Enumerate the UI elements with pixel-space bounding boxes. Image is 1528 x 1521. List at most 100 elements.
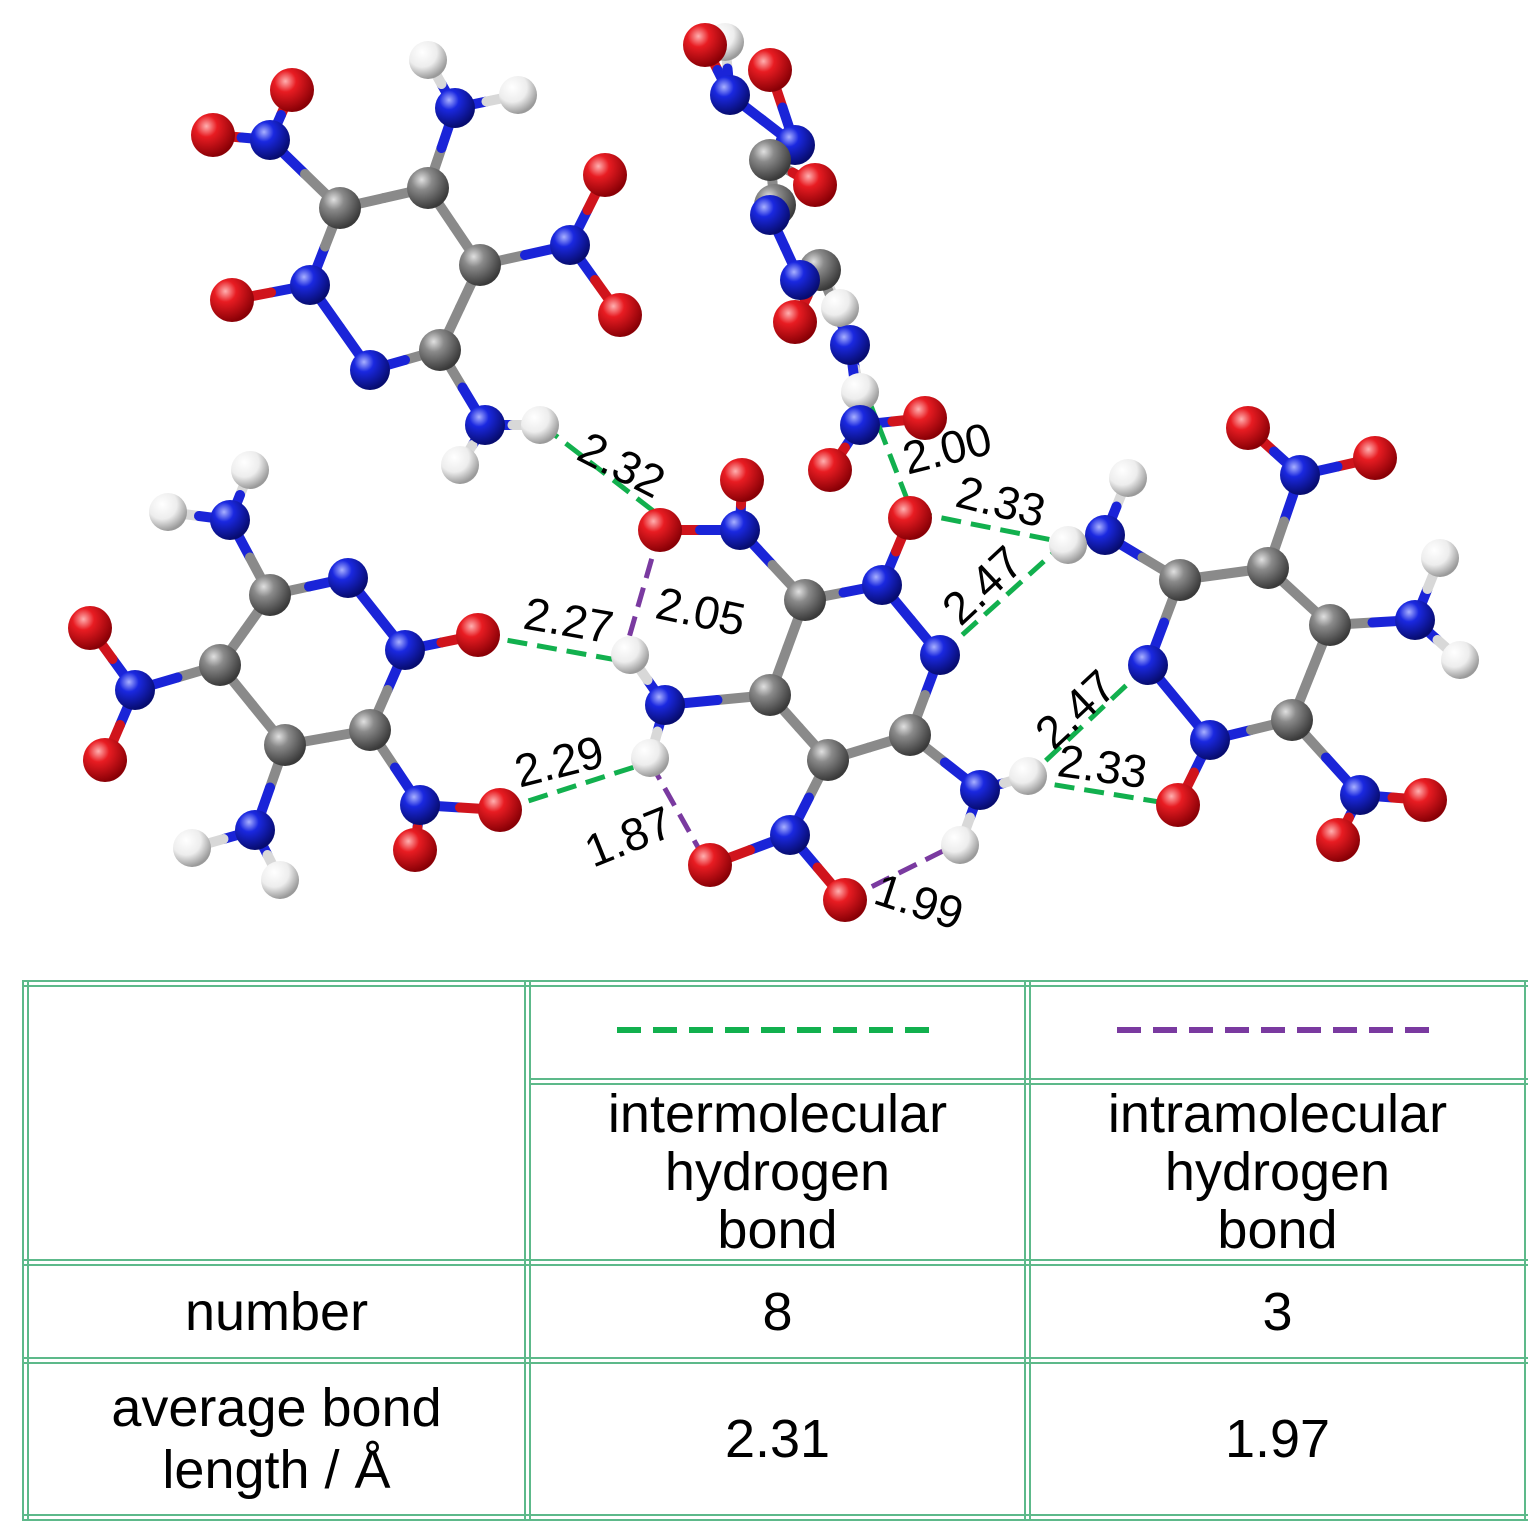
hydrogen-atom <box>173 829 211 867</box>
hydrogen-atom <box>149 493 187 531</box>
hydrogen-atom <box>611 636 649 674</box>
oxygen-atom <box>583 153 627 197</box>
intermolecular-label: intermolecular hydrogen bond <box>607 1084 948 1260</box>
carbon-atom <box>749 674 791 716</box>
carbon-atom <box>419 329 461 371</box>
atoms <box>68 23 1479 922</box>
oxygen-atom <box>688 843 732 887</box>
distance-label: 2.27 <box>520 587 617 654</box>
nitrogen-atom <box>235 810 275 850</box>
oxygen-atom <box>1316 818 1360 862</box>
nitrogen-atom <box>1340 775 1380 815</box>
oxygen-atom <box>393 828 437 872</box>
oxygen-atom <box>903 396 947 440</box>
oxygen-atom <box>598 293 642 337</box>
nitrogen-atom <box>720 510 760 550</box>
nitrogen-atom <box>385 630 425 670</box>
intramolecular-average: 1.97 <box>1024 1357 1528 1521</box>
molecular-structure-diagram: 2.322.052.272.291.871.992.002.332.472.47… <box>68 23 1479 940</box>
carbon-atom <box>1247 547 1289 589</box>
oxygen-atom <box>683 23 727 67</box>
hydrogen-atom <box>409 41 447 79</box>
oxygen-atom <box>1353 436 1397 480</box>
nitrogen-atom <box>350 350 390 390</box>
hydrogen-atom <box>499 76 537 114</box>
nitrogen-atom <box>960 770 1000 810</box>
hydrogen-bonds <box>477 397 1179 903</box>
intermolecular-hydrogen-bond <box>865 397 915 513</box>
intermolecular-hydrogen-bond <box>911 509 1063 545</box>
hydrogen-atom <box>521 406 559 444</box>
carbon-atom <box>249 574 291 616</box>
hydrogen-atom <box>631 739 669 777</box>
carbon-atom <box>1271 699 1313 741</box>
nitrogen-atom <box>770 815 810 855</box>
nitrogen-atom <box>840 405 880 445</box>
row-average-label: average bond length / Å <box>22 1357 531 1521</box>
distance-label: 2.05 <box>652 577 750 646</box>
oxygen-atom <box>808 448 852 492</box>
hydrogen-atom <box>941 826 979 864</box>
intramolecular-hydrogen-bond <box>843 842 957 903</box>
intramolecular-hydrogen-bond <box>619 529 663 663</box>
nitrogen-atom <box>830 325 870 365</box>
oxygen-atom <box>1156 783 1200 827</box>
nitrogen-atom <box>750 195 790 235</box>
distance-label: 1.87 <box>577 796 679 878</box>
carbon-atom <box>807 739 849 781</box>
intermolecular-hydrogen-bond <box>477 632 629 665</box>
hydrogen-atom <box>1441 641 1479 679</box>
hydrogen-atom <box>821 289 859 327</box>
intermolecular-number: 8 <box>524 1259 1031 1364</box>
hydrogen-atom <box>441 446 479 484</box>
intramolecular-header: intramolecular hydrogen bond <box>1024 1078 1528 1266</box>
intramolecular-legend-cell <box>1024 980 1528 1085</box>
oxygen-atom <box>456 613 500 657</box>
nitrogen-atom <box>328 558 368 598</box>
oxygen-atom <box>478 788 522 832</box>
oxygen-atom <box>748 48 792 92</box>
oxygen-atom <box>720 458 764 502</box>
distance-label: 2.32 <box>570 421 673 508</box>
distance-label: 2.33 <box>951 465 1050 537</box>
intramolecular-legend-line <box>1116 1027 1439 1033</box>
hydrogen-atom <box>1009 757 1047 795</box>
nitrogen-atom <box>435 88 475 128</box>
carbon-atom <box>889 714 931 756</box>
oxygen-atom <box>191 113 235 157</box>
oxygen-atom <box>638 508 682 552</box>
nitrogen-atom <box>780 260 820 300</box>
nitrogen-atom <box>1280 455 1320 495</box>
nitrogen-atom <box>115 670 155 710</box>
oxygen-atom <box>210 278 254 322</box>
intermolecular-average: 2.31 <box>524 1357 1031 1521</box>
oxygen-atom <box>773 300 817 344</box>
intermolecular-legend-line <box>616 1027 939 1033</box>
nitrogen-atom <box>250 120 290 160</box>
oxygen-atom <box>793 163 837 207</box>
carbon-atom <box>319 187 361 229</box>
carbon-atom <box>264 724 306 766</box>
oxygen-atom <box>270 68 314 112</box>
hydrogen-bond-summary-table: intermolecular hydrogen bond intramolecu… <box>22 980 1528 1521</box>
oxygen-atom <box>888 496 932 540</box>
carbon-atom <box>749 139 791 181</box>
carbon-atom <box>1159 559 1201 601</box>
nitrogen-atom <box>1128 645 1168 685</box>
carbon-atom <box>407 167 449 209</box>
hydrogen-atom <box>1049 526 1087 564</box>
distance-label: 2.47 <box>932 536 1033 635</box>
carbon-atom <box>349 709 391 751</box>
nitrogen-atom <box>550 225 590 265</box>
distance-label: 1.99 <box>869 863 970 940</box>
carbon-atom <box>784 579 826 621</box>
hydrogen-atom <box>841 373 879 411</box>
nitrogen-atom <box>1190 720 1230 760</box>
intermolecular-hydrogen-bond <box>1024 777 1179 808</box>
nitrogen-atom <box>920 635 960 675</box>
intramolecular-label: intramolecular hydrogen bond <box>1107 1084 1448 1260</box>
hydrogen-atom <box>1109 459 1147 497</box>
nitrogen-atom <box>1085 515 1125 555</box>
oxygen-atom <box>68 606 112 650</box>
nitrogen-atom <box>1395 600 1435 640</box>
